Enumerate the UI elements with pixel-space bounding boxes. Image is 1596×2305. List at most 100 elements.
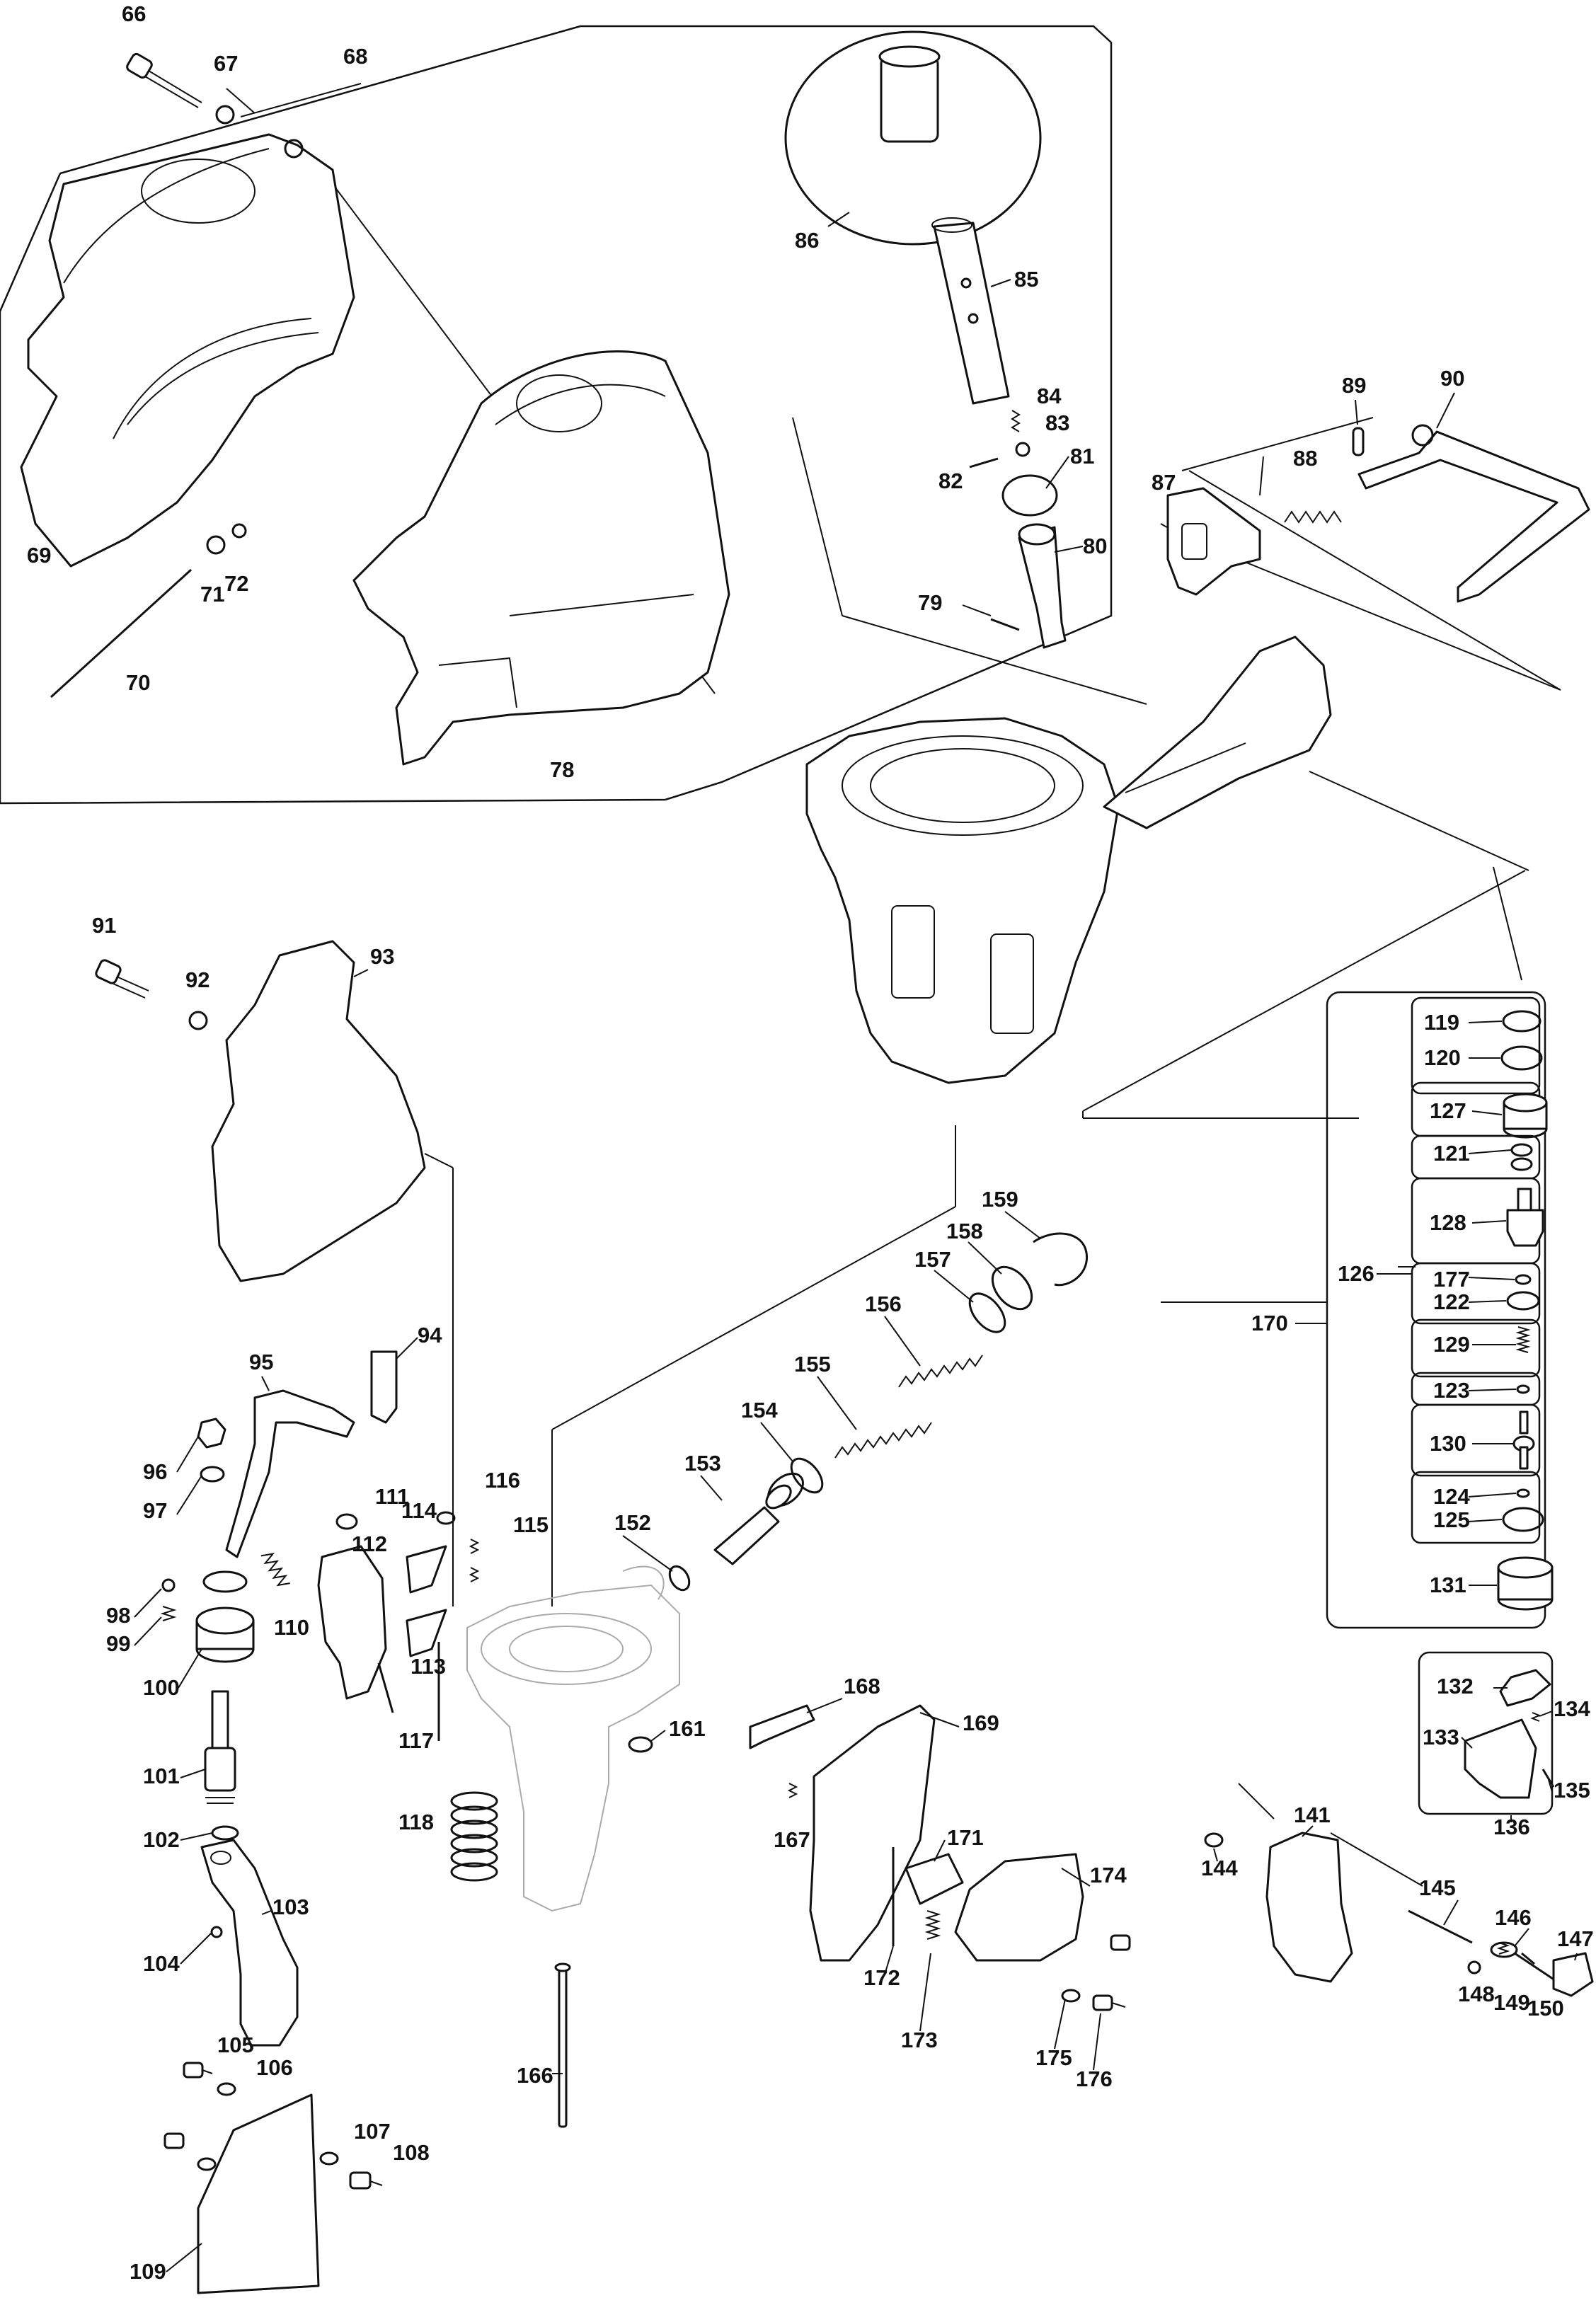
screw-108 — [349, 2171, 383, 2190]
part-label-68: 68 — [343, 44, 367, 69]
part-label-167: 167 — [774, 1827, 810, 1852]
pin-113 — [377, 1662, 394, 1713]
part-label-132: 132 — [1437, 1674, 1474, 1698]
ring-111 — [335, 1513, 358, 1530]
valve-bushing-131 — [1497, 1556, 1554, 1611]
spring-134 — [1530, 1712, 1542, 1722]
bracket-94 — [370, 1350, 398, 1424]
ring-161 — [628, 1736, 653, 1753]
ball-104 — [210, 1926, 223, 1938]
part-label-176: 176 — [1076, 2067, 1113, 2091]
part-label-80: 80 — [1083, 534, 1107, 558]
part-label-72: 72 — [224, 571, 248, 596]
screw-176 — [1092, 1934, 1131, 2011]
part-label-105: 105 — [217, 2033, 254, 2057]
part-label-122: 122 — [1433, 1289, 1470, 1314]
spring-115 — [469, 1539, 480, 1554]
link-95 — [225, 1389, 355, 1558]
label-leaders — [134, 212, 1578, 2272]
part-label-156: 156 — [865, 1292, 902, 1316]
part-label-101: 101 — [143, 1764, 180, 1788]
pin-145 — [1408, 1909, 1473, 1944]
retaining-ring-159 — [1033, 1232, 1088, 1287]
part-label-152: 152 — [614, 1510, 651, 1535]
part-label-96: 96 — [143, 1459, 167, 1484]
spring-110 — [260, 1553, 290, 1587]
ball-83 — [1015, 442, 1030, 457]
seal-158 — [991, 1265, 1033, 1311]
cover-plate-93 — [211, 940, 426, 1282]
part-label-169: 169 — [963, 1711, 999, 1735]
part-label-144: 144 — [1201, 1856, 1238, 1880]
part-label-91: 91 — [92, 913, 116, 938]
contact-arm-103 — [200, 1839, 299, 2047]
part-label-104: 104 — [143, 1951, 180, 1976]
part-label-170: 170 — [1251, 1311, 1288, 1335]
part-label-115: 115 — [513, 1512, 549, 1537]
group-frames — [0, 25, 1554, 1815]
part-label-93: 93 — [370, 944, 394, 969]
ring-144 — [1204, 1832, 1224, 1848]
part-label-146: 146 — [1495, 1905, 1532, 1930]
retaining-ring-81 — [1001, 474, 1058, 517]
pin-89 — [1352, 427, 1365, 456]
ring-116 — [436, 1511, 456, 1525]
part-label-111: 111 — [375, 1484, 409, 1509]
part-label-87: 87 — [1152, 470, 1176, 495]
part-label-129: 129 — [1433, 1332, 1470, 1357]
washer-72 — [231, 523, 247, 539]
washer-175 — [1061, 1989, 1081, 2003]
part-label-85: 85 — [1014, 267, 1038, 292]
guard-plate-109 — [197, 2093, 320, 2294]
valve-cap-127 — [1503, 1093, 1548, 1139]
ring-157 — [968, 1292, 1006, 1333]
adjust-knob-100 — [195, 1570, 255, 1663]
o-ring-122 — [1506, 1291, 1540, 1311]
trigger-lever-132 — [1499, 1669, 1551, 1707]
magazine-cover-69 — [20, 133, 355, 568]
spring-99 — [160, 1606, 177, 1621]
part-label-81: 81 — [1070, 444, 1094, 469]
part-label-110: 110 — [274, 1615, 309, 1640]
part-label-95: 95 — [249, 1350, 273, 1374]
ball-148 — [1467, 1960, 1481, 1975]
part-label-154: 154 — [741, 1398, 778, 1422]
selector-147 — [1552, 1952, 1594, 1997]
spring-84 — [1011, 410, 1021, 432]
part-label-147: 147 — [1557, 1926, 1594, 1951]
part-label-108: 108 — [393, 2140, 430, 2165]
door-174 — [954, 1853, 1084, 1962]
part-label-114: 114 — [401, 1498, 437, 1523]
plate-86 — [784, 30, 1042, 246]
part-label-148: 148 — [1458, 1982, 1495, 2006]
o-ring-152 — [668, 1565, 691, 1592]
washer-67 — [215, 105, 235, 125]
part-label-66: 66 — [122, 1, 146, 26]
part-label-98: 98 — [106, 1603, 130, 1628]
part-label-127: 127 — [1430, 1098, 1466, 1123]
nose-169 — [809, 1704, 936, 1962]
o-ring-125 — [1502, 1507, 1544, 1532]
part-label-83: 83 — [1045, 410, 1069, 435]
lever-114 — [406, 1545, 447, 1594]
part-label-131: 131 — [1430, 1573, 1466, 1597]
part-label-123: 123 — [1433, 1378, 1470, 1403]
valve-kit-stack — [1411, 996, 1554, 1611]
part-label-67: 67 — [214, 51, 238, 76]
part-label-90: 90 — [1440, 366, 1464, 391]
part-label-159: 159 — [982, 1187, 1018, 1212]
part-label-100: 100 — [143, 1675, 180, 1700]
part-label-153: 153 — [684, 1451, 721, 1476]
spring-118 — [450, 1791, 498, 1882]
bail-handle-90 — [1357, 424, 1590, 603]
shaft-85 — [931, 217, 1010, 405]
guide-block-87 — [1166, 487, 1261, 596]
valve-stem-128 — [1506, 1188, 1544, 1247]
adjuster-shaft-101 — [204, 1690, 236, 1804]
screw-91 — [95, 959, 149, 999]
pin-82 — [969, 457, 999, 469]
spring-88 — [1284, 510, 1342, 524]
washer-107 — [319, 2151, 339, 2166]
part-label-107: 107 — [354, 2119, 391, 2144]
part-label-174: 174 — [1090, 1863, 1127, 1887]
